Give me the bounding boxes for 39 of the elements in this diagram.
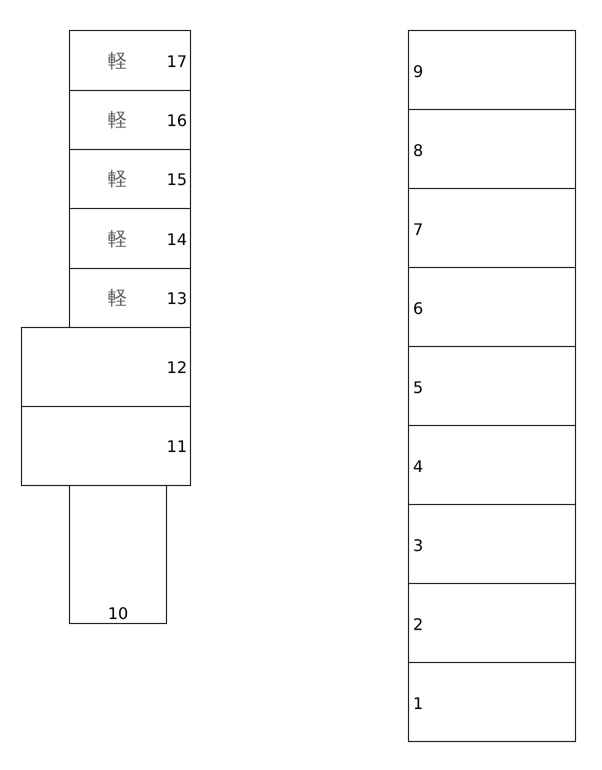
parking-space bbox=[408, 30, 576, 110]
parking-space bbox=[21, 406, 191, 486]
space-number: 1 bbox=[413, 695, 424, 713]
space-type-mark: 軽 bbox=[108, 109, 127, 131]
space-number: 16 bbox=[166, 112, 187, 130]
space-number: 15 bbox=[166, 171, 187, 189]
space-number: 12 bbox=[166, 359, 187, 377]
parking-space bbox=[69, 149, 191, 209]
parking-space bbox=[69, 208, 191, 269]
parking-space bbox=[408, 346, 576, 426]
parking-space bbox=[69, 485, 167, 624]
space-type-mark: 軽 bbox=[108, 168, 127, 190]
parking-space bbox=[408, 188, 576, 268]
parking-space bbox=[69, 30, 191, 91]
space-number: 7 bbox=[413, 221, 424, 239]
parking-space bbox=[408, 583, 576, 663]
space-number: 10 bbox=[106, 605, 130, 623]
space-number: 11 bbox=[166, 438, 187, 456]
space-number: 2 bbox=[413, 616, 424, 634]
space-type-mark: 軽 bbox=[108, 50, 127, 72]
space-number: 4 bbox=[413, 458, 424, 476]
parking-space bbox=[408, 267, 576, 347]
parking-space bbox=[69, 268, 191, 328]
parking-space bbox=[408, 662, 576, 742]
space-type-mark: 軽 bbox=[108, 228, 127, 250]
space-number: 9 bbox=[413, 63, 424, 81]
parking-space bbox=[408, 504, 576, 584]
space-number: 14 bbox=[166, 230, 187, 248]
parking-space bbox=[408, 425, 576, 505]
parking-space bbox=[21, 327, 191, 407]
space-number: 8 bbox=[413, 142, 424, 160]
space-number: 5 bbox=[413, 379, 424, 397]
space-number: 6 bbox=[413, 300, 424, 318]
parking-space bbox=[408, 109, 576, 189]
space-number: 3 bbox=[413, 537, 424, 555]
parking-space bbox=[69, 90, 191, 150]
space-type-mark: 軽 bbox=[108, 287, 127, 309]
space-number: 13 bbox=[166, 290, 187, 308]
space-number: 17 bbox=[166, 52, 187, 70]
